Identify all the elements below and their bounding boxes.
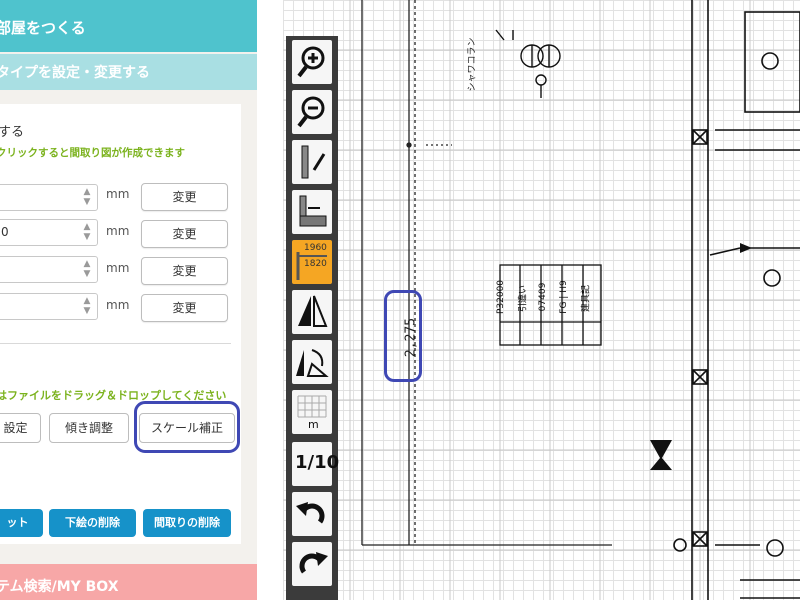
ruler-icon [299, 195, 327, 227]
delete-underlay-button[interactable]: 下絵の削除 [49, 509, 136, 537]
measure-tool[interactable] [292, 190, 332, 234]
scale-correct-button[interactable]: スケール補正 [139, 413, 235, 443]
redo-icon [299, 552, 328, 574]
zoom-out-tool[interactable] [292, 90, 332, 134]
tilt-adjust-button[interactable]: 傾き調整 [49, 413, 129, 443]
unit-label: mm [106, 224, 130, 238]
spinner-icon[interactable]: ▲▼ [83, 259, 91, 279]
rotate-shape-icon [296, 349, 329, 377]
dimension-bottom-value: 1820 [304, 259, 327, 269]
dimension-input-2[interactable]: 0 ▲▼ [0, 219, 98, 246]
scale-button-highlight [134, 401, 240, 453]
scale-fraction-tool[interactable]: 1/10 [292, 442, 339, 486]
spinner-icon[interactable]: ▲▼ [83, 187, 91, 207]
header-sub-title: タイプを設定・変更する [0, 65, 150, 81]
floorplan-canvas[interactable]: 2,275 シャワコラン P32000 引違い 07409 FG | H9 建具… [283, 0, 800, 600]
unit-label: mm [106, 261, 130, 275]
footer-title: テム検索/MY BOX [0, 579, 119, 595]
info-table-col-4: FG | H9 [559, 280, 569, 314]
header-create-room[interactable]: 部屋をつくる [0, 0, 257, 52]
zoom-in-icon [297, 46, 325, 78]
redo-tool[interactable] [292, 542, 332, 586]
floorplan-drawing [283, 0, 800, 600]
zoom-in-tool[interactable] [292, 40, 332, 84]
dimension-input-1[interactable]: ▲▼ [0, 184, 98, 211]
reset-button[interactable]: ット [0, 509, 43, 537]
unit-label: mm [106, 187, 130, 201]
header-title: 部屋をつくる [0, 19, 86, 37]
header-type-settings[interactable]: タイプを設定・変更する [0, 54, 257, 90]
spinner-icon[interactable]: ▲▼ [83, 296, 91, 316]
mirror-tool[interactable] [292, 290, 332, 334]
settings-card [0, 104, 241, 544]
dimension-top-value: 1960 [304, 243, 327, 253]
vertical-text-label: シャワコラン [467, 37, 478, 92]
undo-icon [296, 502, 325, 524]
footer-item-search-mybox[interactable]: テム検索/MY BOX [0, 564, 257, 600]
dimension-tool[interactable]: 1960 1820 [292, 240, 332, 284]
change-button-4[interactable]: 変更 [141, 294, 228, 322]
delete-floorplan-button[interactable]: 間取りの削除 [143, 509, 231, 537]
undo-tool[interactable] [292, 492, 332, 536]
settings-button[interactable]: 設定 [0, 413, 41, 443]
dimension-input-value: 0 [1, 225, 9, 239]
section-hint: クリックすると間取り図が作成できます [0, 147, 185, 159]
change-button-3[interactable]: 変更 [141, 257, 228, 285]
section-title: する [0, 125, 25, 140]
wall-lines [673, 0, 800, 600]
info-table-col-1: P32000 [496, 279, 506, 315]
info-table-col-2: 引違い [518, 285, 529, 313]
dimension-line [361, 0, 612, 546]
divider [0, 343, 231, 344]
mirror-icon [298, 295, 328, 327]
info-table-col-5: 建具記 [581, 285, 592, 313]
left-panel: 部屋をつくる タイプを設定・変更する する クリックすると間取り図が作成できます… [0, 0, 257, 600]
info-table [499, 264, 602, 346]
stair-marker [650, 440, 672, 470]
spinner-icon[interactable]: ▲▼ [83, 222, 91, 242]
zoom-out-icon [297, 96, 325, 128]
info-table-col-3: 07409 [538, 282, 548, 312]
draw-wall-tool[interactable] [292, 140, 332, 184]
shower-symbol [495, 29, 561, 98]
dimension-icon [296, 252, 327, 280]
rotate-shape-tool[interactable] [292, 340, 332, 384]
fraction-icon: 1/10 [295, 452, 340, 473]
grid-tool[interactable]: m [292, 390, 332, 434]
grid-unit-label: m [308, 418, 319, 431]
drop-hint: はファイルをドラッグ＆ドロップしてください [0, 389, 227, 402]
dimension-highlight [384, 290, 422, 382]
change-button-1[interactable]: 変更 [141, 183, 228, 211]
change-button-2[interactable]: 変更 [141, 220, 228, 248]
dimension-input-3[interactable]: ▲▼ [0, 256, 98, 283]
dimension-input-4[interactable]: ▲▼ [0, 293, 98, 320]
unit-label: mm [106, 298, 130, 312]
pencil-wall-icon [301, 145, 326, 179]
grid-meter-icon [297, 395, 327, 418]
